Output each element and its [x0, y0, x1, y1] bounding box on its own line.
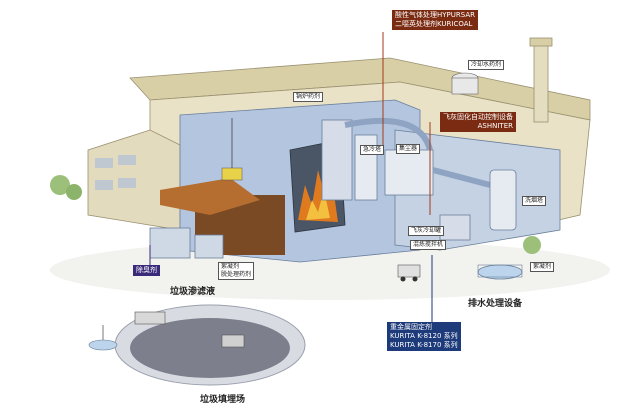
heavy-metal-callout: 重金属固定剂 KURITA K-8120 系列 KURITA K-8170 系列	[387, 322, 461, 351]
label-mixing-kneader: 混炼搅拌机	[410, 240, 447, 250]
tree	[50, 175, 70, 195]
ash-truck	[397, 264, 421, 278]
title-landfill: 垃圾填埋场	[200, 395, 246, 405]
cutaway-interior-right	[394, 129, 561, 251]
label-coagulant-right: 絮凝剂	[530, 262, 555, 272]
chimney-top	[529, 37, 553, 47]
heavy-metal-line3: KURITA K-8170 系列	[390, 341, 458, 349]
leachate-tank	[149, 227, 191, 259]
acid-gas-line2: 二噁英处理剂KURICOAL	[395, 20, 473, 28]
coagulant-left-line1: 絮凝剂	[221, 263, 240, 270]
annex-window	[95, 158, 113, 168]
annex-window	[118, 178, 136, 188]
annex-window	[95, 180, 113, 190]
label-boiler-agent: 锅炉药剂	[293, 92, 324, 102]
flue-duct	[432, 167, 491, 188]
flyash-control-callout: 飞灰固化自动控制设备 ASHNITER	[440, 112, 516, 132]
coagulant-left-line2: 脱处理药剂	[221, 271, 252, 278]
label-coagulant-left: 絮凝剂 脱处理药剂	[218, 262, 255, 280]
landfill-dump-truck	[134, 311, 166, 325]
boiler	[321, 119, 353, 201]
heavy-metal-line1: 重金属固定剂	[390, 323, 432, 331]
truck-wheel	[400, 276, 406, 282]
landfill-bulldozer	[221, 334, 245, 348]
landfill-leachate-pond	[88, 339, 118, 351]
dust-collector	[384, 149, 434, 196]
acid-gas-line1: 酸性气体处理HYPURSAR	[395, 11, 475, 19]
label-dust-collector: 集尘器	[396, 144, 421, 154]
title-wastewater: 排水处理设备	[468, 299, 523, 309]
flyash-control-line2: ASHNITER	[477, 122, 513, 130]
truck-wheel	[412, 276, 418, 282]
landfill-waste	[130, 318, 290, 378]
label-quench-tower: 急冷塔	[360, 145, 385, 155]
waste-pile	[160, 178, 260, 215]
label-scrubber: 洗烟塔	[522, 196, 547, 206]
leachate-tank	[194, 234, 224, 259]
flyash-silo	[439, 214, 471, 241]
chimney	[533, 41, 549, 123]
flyash-control-line1: 飞灰固化自动控制设备	[443, 113, 513, 121]
crane-grab	[221, 167, 243, 181]
deodorant-callout: 除臭剂	[133, 265, 160, 276]
scrubber-tower	[489, 169, 517, 231]
deodorant-label: 除臭剂	[136, 266, 157, 274]
title-leachate: 垃圾渗滤液	[170, 287, 216, 297]
tree	[523, 236, 541, 254]
cooling-water-tank	[451, 77, 479, 95]
annex-window	[118, 155, 136, 165]
tree	[66, 184, 82, 200]
heavy-metal-line2: KURITA K-8120 系列	[390, 332, 458, 340]
acid-gas-callout: 酸性气体处理HYPURSAR 二噁英处理剂KURICOAL	[392, 10, 478, 30]
label-cooling-water-agent: 冷却水药剂	[468, 60, 505, 70]
label-flyash-silo: 飞灰冷却罐	[408, 226, 445, 236]
flue-duct	[344, 117, 433, 151]
wastewater-basin-wall	[477, 264, 523, 278]
